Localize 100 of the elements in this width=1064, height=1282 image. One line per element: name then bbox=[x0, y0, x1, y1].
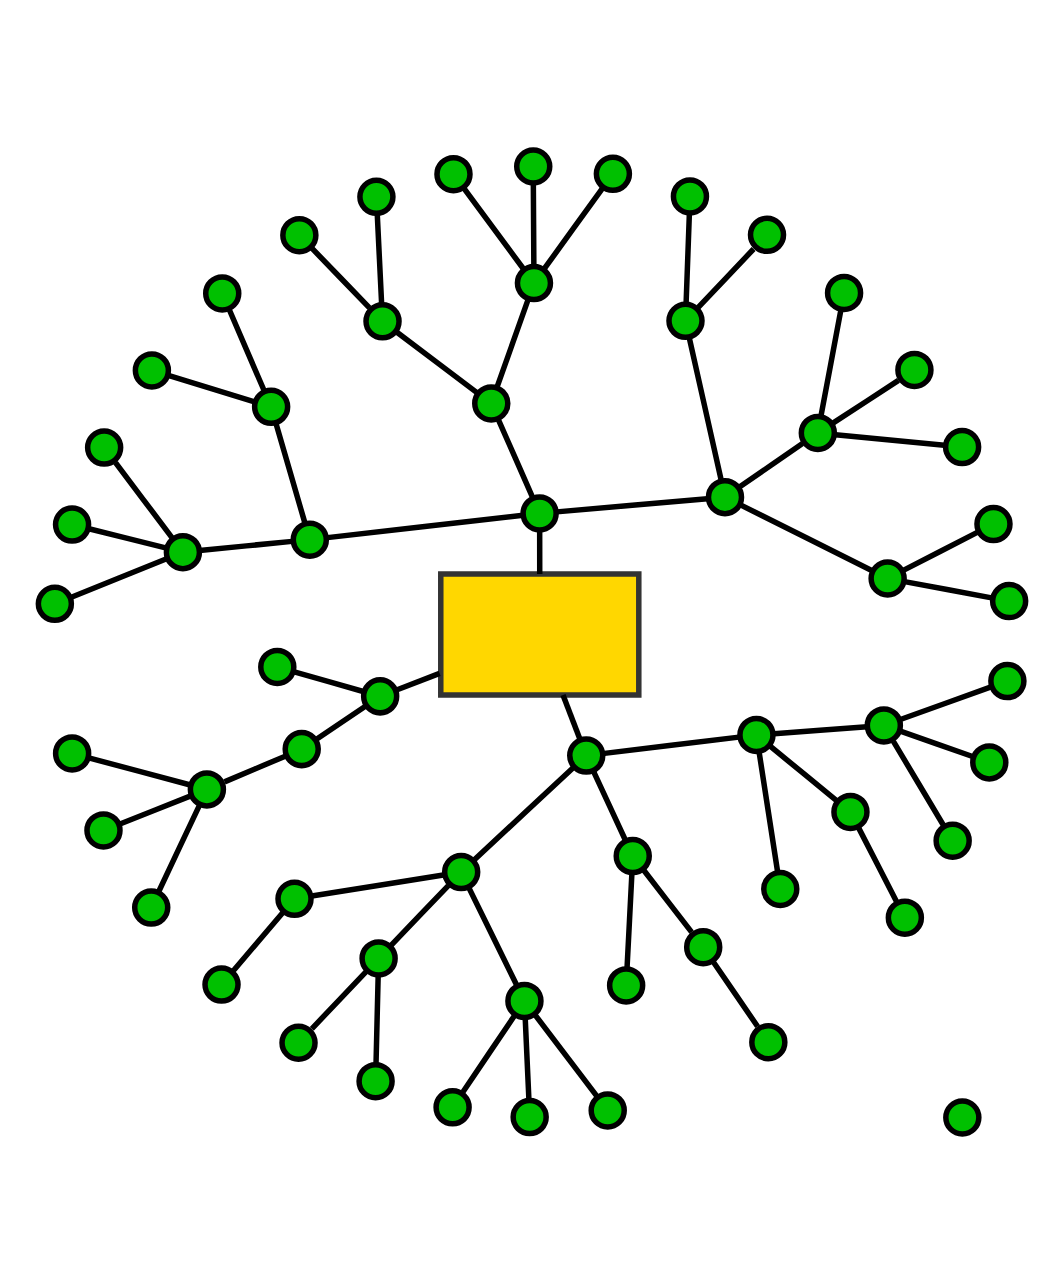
connector bbox=[494, 297, 531, 387]
node-circle bbox=[514, 146, 553, 185]
node-circle bbox=[275, 878, 314, 918]
connector bbox=[711, 959, 760, 1028]
node-circle bbox=[163, 531, 203, 571]
node-circle bbox=[360, 676, 400, 715]
node-circle bbox=[761, 868, 800, 908]
node-circle bbox=[868, 558, 907, 597]
connector bbox=[683, 213, 693, 303]
connector bbox=[835, 430, 945, 447]
connector bbox=[530, 183, 537, 264]
connector bbox=[311, 871, 444, 898]
connector bbox=[686, 335, 725, 481]
connector bbox=[156, 803, 202, 893]
node-circle bbox=[567, 735, 606, 774]
node-circle bbox=[613, 835, 652, 875]
connector bbox=[88, 525, 167, 550]
node-circle bbox=[943, 1097, 982, 1136]
node-circle bbox=[433, 1087, 472, 1126]
connector bbox=[767, 742, 839, 802]
node-circle bbox=[747, 214, 787, 254]
connector bbox=[560, 693, 583, 739]
connector bbox=[199, 537, 293, 553]
connector bbox=[641, 867, 694, 933]
node-circle bbox=[510, 1096, 549, 1136]
node-circle bbox=[359, 938, 398, 977]
node-circle bbox=[202, 964, 241, 1003]
connector bbox=[522, 1017, 532, 1099]
connector bbox=[738, 501, 874, 573]
node-circle bbox=[520, 493, 559, 532]
connector bbox=[624, 872, 635, 968]
node-circle bbox=[831, 791, 870, 831]
connector bbox=[314, 703, 367, 741]
node-circle bbox=[472, 383, 511, 422]
connector bbox=[556, 494, 708, 514]
connector bbox=[168, 372, 256, 404]
node-circle bbox=[970, 742, 1009, 781]
connector bbox=[818, 308, 844, 416]
node-circle bbox=[974, 503, 1013, 543]
connector bbox=[901, 528, 980, 573]
connector bbox=[226, 307, 267, 392]
connector bbox=[472, 765, 575, 862]
node-circle bbox=[251, 386, 291, 426]
node-circle bbox=[749, 1021, 788, 1061]
node-circle bbox=[885, 897, 925, 936]
connector bbox=[737, 440, 805, 489]
node-circle bbox=[588, 1090, 627, 1129]
connector bbox=[591, 769, 628, 840]
node-circle bbox=[434, 153, 473, 193]
node-circle bbox=[258, 646, 297, 686]
connector bbox=[223, 752, 287, 784]
node-circle bbox=[895, 349, 934, 389]
connector bbox=[696, 246, 756, 309]
connector bbox=[904, 577, 993, 600]
connector bbox=[900, 683, 993, 721]
connector bbox=[466, 885, 520, 986]
connector bbox=[309, 968, 369, 1030]
node-circle bbox=[132, 350, 172, 389]
node-circle bbox=[35, 583, 75, 623]
node-circle bbox=[666, 300, 705, 340]
connector bbox=[536, 529, 543, 573]
connector bbox=[373, 974, 381, 1063]
node-circle bbox=[670, 176, 710, 215]
connector bbox=[461, 185, 527, 271]
node-circle bbox=[606, 965, 646, 1004]
connector bbox=[891, 739, 946, 826]
connector bbox=[231, 909, 286, 972]
node-circle bbox=[282, 728, 321, 768]
connector bbox=[756, 750, 781, 871]
connector bbox=[532, 1011, 600, 1098]
connector bbox=[388, 882, 451, 948]
node-circle bbox=[131, 887, 171, 926]
node-circle bbox=[84, 427, 124, 466]
node-circle bbox=[593, 153, 633, 192]
node-circle bbox=[441, 851, 481, 891]
node-circle bbox=[357, 176, 396, 216]
node-circle bbox=[356, 1060, 395, 1100]
connector bbox=[495, 417, 536, 499]
connector bbox=[394, 328, 480, 395]
node-circle bbox=[187, 769, 227, 808]
node-circle bbox=[514, 262, 554, 302]
connector bbox=[88, 754, 192, 787]
node-circle bbox=[683, 926, 723, 966]
node-circle bbox=[505, 980, 544, 1020]
node-circle bbox=[989, 580, 1029, 620]
connector bbox=[119, 792, 192, 826]
node-circle bbox=[737, 714, 776, 754]
connector bbox=[773, 722, 868, 736]
connector bbox=[394, 669, 441, 692]
connector bbox=[374, 213, 385, 304]
node-box bbox=[438, 570, 642, 697]
connector bbox=[327, 511, 524, 540]
node-circle bbox=[933, 820, 972, 859]
node-circle bbox=[798, 412, 838, 452]
connector bbox=[113, 459, 175, 539]
connector bbox=[604, 733, 740, 756]
node-circle bbox=[705, 476, 745, 516]
connector bbox=[293, 668, 365, 694]
connector bbox=[855, 824, 900, 903]
node-circle bbox=[290, 519, 330, 558]
